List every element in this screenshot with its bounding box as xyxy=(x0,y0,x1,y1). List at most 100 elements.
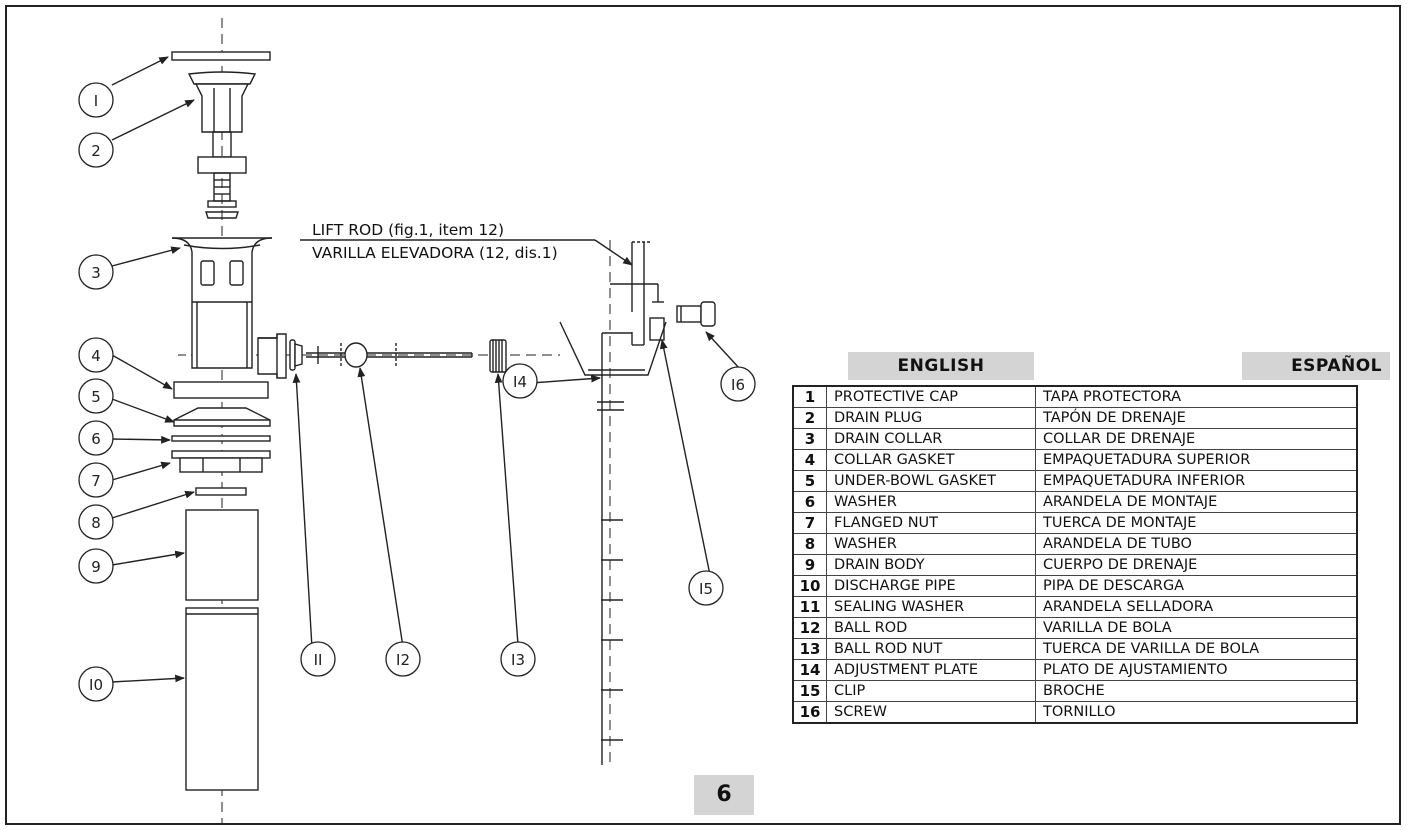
part-number: 4 xyxy=(792,449,827,471)
part-6-washer xyxy=(171,435,271,442)
part-name-spanish: TAPÓN DE DRENAJE xyxy=(1035,407,1358,429)
part-name-spanish: PIPA DE DESCARGA xyxy=(1035,575,1358,597)
callout-label-4: 4 xyxy=(91,347,101,365)
part-number: 2 xyxy=(792,407,827,429)
callout-1 xyxy=(78,82,114,118)
part-name-spanish: COLLAR DE DRENAJE xyxy=(1035,428,1358,450)
callout-label-14: I4 xyxy=(513,373,527,391)
part-name-spanish: TAPA PROTECTORA xyxy=(1035,385,1358,408)
part-number: 12 xyxy=(792,617,827,639)
callout-label-7: 7 xyxy=(91,472,101,490)
part-name-english: COLLAR GASKET xyxy=(826,449,1036,471)
callout-8 xyxy=(78,504,114,540)
part-15-clip xyxy=(559,321,667,376)
callout-13 xyxy=(500,641,536,677)
part-11-sealing-washer xyxy=(289,339,303,371)
callout-label-9: 9 xyxy=(91,558,101,576)
part-7-flanged-nut xyxy=(171,450,271,473)
callout-14 xyxy=(502,363,538,399)
callout-label-8: 8 xyxy=(91,514,101,532)
part-number: 15 xyxy=(792,680,827,702)
part-name-spanish: EMPAQUETADURA SUPERIOR xyxy=(1035,449,1358,471)
part-number: 3 xyxy=(792,428,827,450)
part-4-collar-gasket xyxy=(173,381,269,399)
callout-4 xyxy=(78,337,114,373)
callout-label-3: 3 xyxy=(91,264,101,282)
callout-9 xyxy=(78,548,114,584)
part-name-english: DISCHARGE PIPE xyxy=(826,575,1036,597)
part-name-spanish: ARANDELA DE TUBO xyxy=(1035,533,1358,555)
part-name-english: DRAIN BODY xyxy=(826,554,1036,576)
part-13-ball-rod-nut xyxy=(489,339,507,373)
part-name-english: BALL ROD xyxy=(826,617,1036,639)
callout-label-15: I5 xyxy=(699,580,713,598)
callout-16 xyxy=(720,366,756,402)
callout-10 xyxy=(78,666,114,702)
part-name-spanish: BROCHE xyxy=(1035,680,1358,702)
part-9-drain-body xyxy=(185,333,287,601)
part-name-english: DRAIN COLLAR xyxy=(826,428,1036,450)
callout-6 xyxy=(78,420,114,456)
part-name-spanish: VARILLA DE BOLA xyxy=(1035,617,1358,639)
table-header-english: ENGLISH xyxy=(848,352,1034,380)
part-name-english: SCREW xyxy=(826,701,1036,724)
callout-label-16: I6 xyxy=(731,376,745,394)
part-name-spanish: PLATO DE AJUSTAMIENTO xyxy=(1035,659,1358,681)
figure-number-badge: 6 xyxy=(694,775,754,815)
callout-label-13: I3 xyxy=(511,651,525,669)
drawing-frame xyxy=(5,5,1401,825)
part-name-english: BALL ROD NUT xyxy=(826,638,1036,660)
callout-label-11: II xyxy=(314,651,323,669)
part-12-ball-rod xyxy=(306,342,473,368)
part-name-spanish: TUERCA DE MONTAJE xyxy=(1035,512,1358,534)
part-number: 13 xyxy=(792,638,827,660)
part-name-spanish: TORNILLO xyxy=(1035,701,1358,724)
part-10-discharge-pipe xyxy=(185,607,259,791)
part-name-english: DRAIN PLUG xyxy=(826,407,1036,429)
part-number: 11 xyxy=(792,596,827,618)
part-16-screw xyxy=(676,301,716,327)
part-number: 10 xyxy=(792,575,827,597)
part-number: 5 xyxy=(792,470,827,492)
part-number: 7 xyxy=(792,512,827,534)
part-name-english: SEALING WASHER xyxy=(826,596,1036,618)
part-name-spanish: CUERPO DE DRENAJE xyxy=(1035,554,1358,576)
part-1-protective-cap xyxy=(171,51,271,61)
callout-label-5: 5 xyxy=(91,388,101,406)
table-header-spanish: ESPAÑOL xyxy=(1242,352,1390,380)
part-name-english: FLANGED NUT xyxy=(826,512,1036,534)
lift-rod-label-spanish: VARILLA ELEVADORA (12, dis.1) xyxy=(312,244,558,262)
part-number: 16 xyxy=(792,701,827,724)
part-name-english: UNDER-BOWL GASKET xyxy=(826,470,1036,492)
callout-12 xyxy=(385,641,421,677)
part-number: 14 xyxy=(792,659,827,681)
callout-15 xyxy=(688,570,724,606)
part-name-english: WASHER xyxy=(826,491,1036,513)
part-name-english: WASHER xyxy=(826,533,1036,555)
part-name-english: ADJUSTMENT PLATE xyxy=(826,659,1036,681)
part-name-spanish: EMPAQUETADURA INFERIOR xyxy=(1035,470,1358,492)
part-name-spanish: TUERCA DE VARILLA DE BOLA xyxy=(1035,638,1358,660)
part-8-washer xyxy=(195,487,247,496)
part-5-under-bowl-gasket xyxy=(173,407,271,427)
callout-11 xyxy=(300,641,336,677)
callout-label-10: I0 xyxy=(89,676,103,694)
callout-5 xyxy=(78,378,114,414)
part-number: 8 xyxy=(792,533,827,555)
callout-label-2: 2 xyxy=(91,142,101,160)
